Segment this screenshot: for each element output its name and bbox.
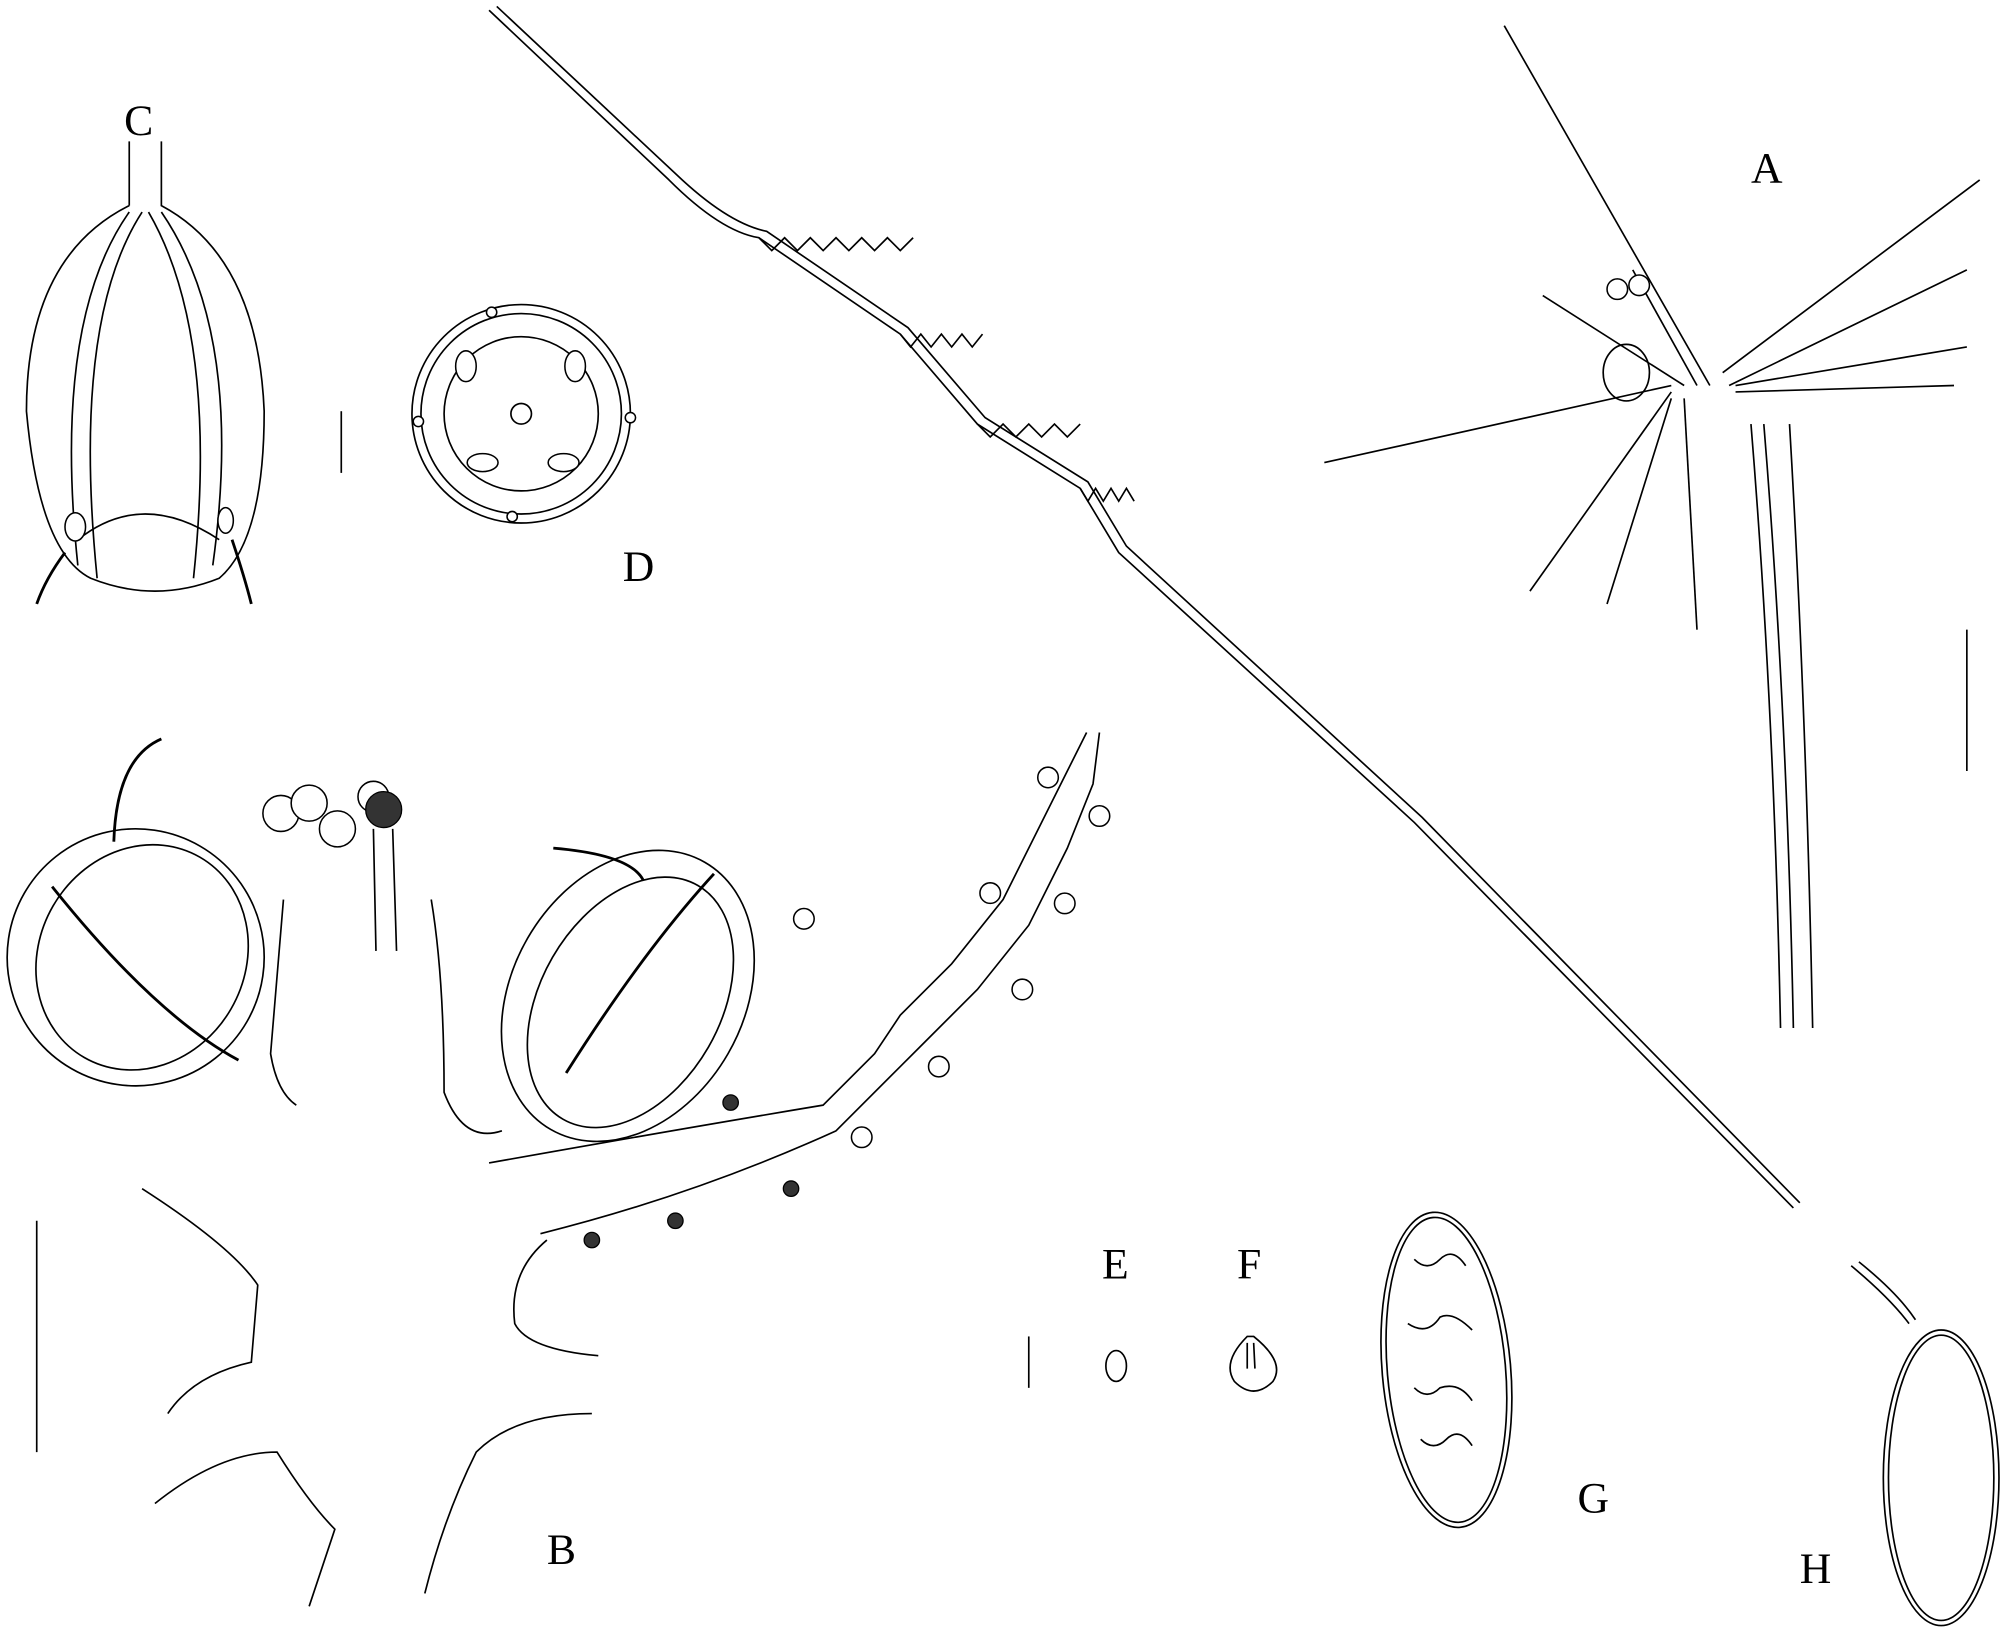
panel-h-nematocyst-capsule <box>1882 1329 2000 1627</box>
panel-label-g: G <box>1577 1474 1609 1522</box>
panel-c-medusa-bud <box>25 141 343 605</box>
panel-f-nematocyst <box>1229 1335 1278 1392</box>
stolon-drawing <box>488 5 1917 1325</box>
panel-d-cross-section <box>411 303 637 524</box>
panel-label-b: B <box>547 1526 576 1574</box>
panel-label-a: A <box>1751 144 1783 192</box>
panel-e-nematocyst <box>1027 1336 1128 1388</box>
panel-a-hydroid <box>1324 25 1981 1029</box>
panel-g-nematocyst-large <box>1380 1211 1513 1529</box>
panel-b-gonozooids <box>6 732 1111 1607</box>
panel-label-h: H <box>1800 1545 1832 1593</box>
panel-label-d: D <box>623 543 655 591</box>
panel-label-f: F <box>1237 1241 1261 1289</box>
panel-label-e: E <box>1102 1241 1129 1289</box>
panel-label-c: C <box>124 97 153 145</box>
